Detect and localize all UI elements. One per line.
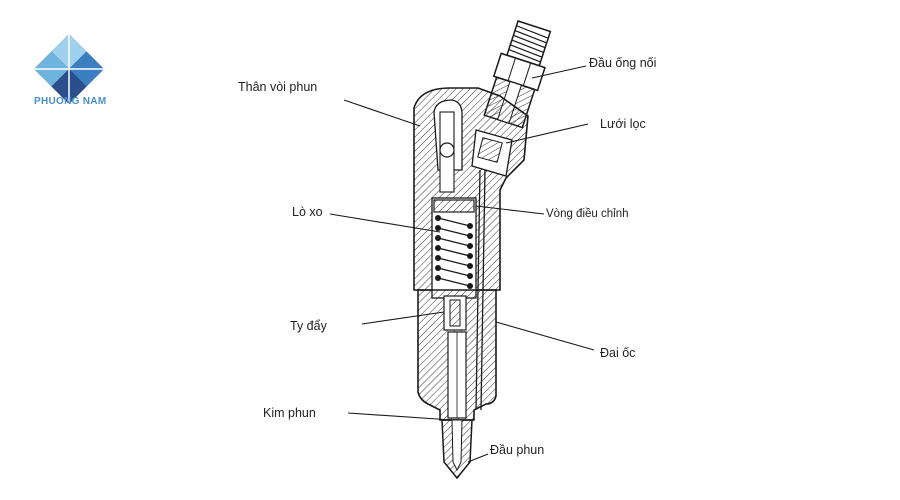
leader-lines xyxy=(329,65,595,463)
logo-text: PHUONG NAM xyxy=(34,96,107,107)
label-dau-phun: Đầu phun xyxy=(490,443,545,457)
label-than-voi-phun: Thân vòi phun xyxy=(238,80,318,94)
label-dai-oc: Đai ốc xyxy=(600,346,636,360)
label-luoi-loc: Lưới lọc xyxy=(600,117,646,131)
label-lo-xo: Lò xo xyxy=(292,205,323,219)
label-kim-phun: Kim phun xyxy=(263,406,316,420)
label-ty-day: Ty đẩy xyxy=(290,319,327,333)
diamond-logo-icon xyxy=(34,34,104,104)
label-vong-dieu-chinh: Vòng điều chỉnh xyxy=(546,208,629,220)
label-dau-ong-noi: Đầu ống nối xyxy=(589,56,657,70)
